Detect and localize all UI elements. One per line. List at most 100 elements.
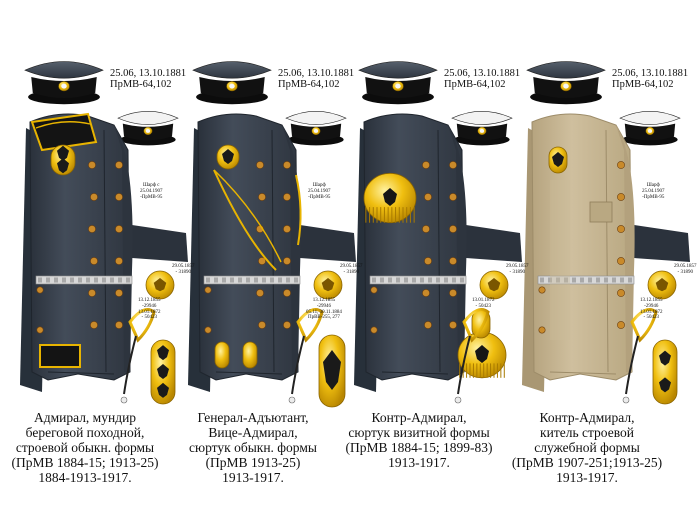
belt-pattern — [620, 277, 624, 283]
sword-note-line: -29946 — [316, 303, 332, 309]
belt-pattern — [612, 277, 616, 283]
aiguillette-cord — [213, 169, 277, 271]
coat-button-icon — [617, 161, 625, 169]
belt-pattern — [78, 277, 82, 283]
belt-pattern — [372, 277, 376, 283]
sword-tassel-icon — [120, 396, 128, 404]
medal-note-line: 29.05.1857 — [340, 264, 363, 269]
coat-button-icon — [115, 161, 123, 169]
coat-button-icon — [617, 257, 625, 265]
coat-button-icon — [449, 161, 457, 169]
belt-pattern — [388, 277, 392, 283]
belt-pattern — [86, 277, 90, 283]
trouser-sample — [634, 225, 690, 262]
coat-button-icon — [449, 321, 457, 329]
cockade-center-icon — [395, 83, 401, 89]
belt-pattern — [588, 277, 592, 283]
medal-note: 29.05.1857- 31890 — [506, 264, 529, 276]
shoulder-board — [652, 339, 678, 405]
belt-pattern — [444, 277, 448, 283]
sword-guard — [462, 308, 490, 343]
belt-pattern — [380, 277, 384, 283]
cuff-button-icon — [370, 286, 378, 294]
belt-pattern — [580, 277, 584, 283]
eagle-icon — [153, 278, 167, 292]
belt-pattern — [238, 277, 242, 283]
scarf-note-line: 25.04.1907 — [140, 188, 163, 194]
medal-note-line: 29.05.1857 — [506, 264, 529, 269]
belt-pattern — [222, 277, 226, 283]
cap-crown — [619, 111, 681, 125]
belt-pattern — [214, 277, 218, 283]
belt-pattern — [294, 277, 298, 283]
belt-sash — [537, 275, 635, 285]
cuff-embroidery — [39, 344, 81, 368]
coat-right-sleeve — [448, 125, 467, 372]
figure-3 — [354, 61, 522, 404]
figure-caption: Контр-Адмирал,сюртук визитной формы(ПрМВ… — [334, 410, 504, 470]
cap-regulation-note-line: ПрМВ-64,102 — [110, 79, 172, 91]
figure-caption-line: Контр-Адмирал, — [539, 410, 635, 425]
coat-button-icon — [449, 257, 457, 265]
figure-caption-line: служебной формы — [534, 440, 640, 456]
coat-button-icon — [424, 321, 432, 329]
belt-pattern — [54, 277, 58, 283]
breast-pocket — [589, 201, 613, 223]
coat-button-icon — [258, 257, 266, 265]
belt-pattern — [460, 277, 464, 283]
coat-button-icon — [422, 225, 430, 233]
cap-regulation-note-line: ПрМВ-64,102 — [612, 79, 674, 91]
coat-button-icon — [115, 225, 123, 233]
medal-note: 29.05.1857- 31890 — [172, 264, 195, 276]
coat-body — [363, 113, 465, 381]
belt-pattern — [70, 277, 74, 283]
belt-pattern — [62, 277, 66, 283]
coat-button-icon — [115, 257, 123, 265]
front-seam — [103, 129, 107, 373]
cap-crown — [285, 111, 347, 125]
eagle-icon — [157, 382, 169, 398]
sword-knot-cord — [123, 335, 137, 395]
sword-note-line: - 50423 — [475, 303, 491, 309]
figure-caption: Генерал-Адъютант,Вице-Адмирал,сюртук обы… — [168, 410, 338, 486]
coat-right-sleeve — [616, 125, 635, 372]
medal-note: 29.05.1857- 31890 — [674, 264, 697, 276]
coat-body — [29, 113, 131, 381]
sword-note-line: 13.12.1855 — [138, 298, 161, 303]
trouser-sample — [300, 225, 356, 262]
cuff-button-icon — [204, 326, 212, 334]
scarf-note-line: -ПрМВ-95 — [642, 194, 665, 200]
sword-guard — [630, 308, 658, 343]
front-seam — [437, 129, 441, 373]
eagle-icon — [659, 350, 671, 366]
collar-embroidery — [35, 121, 91, 129]
belt-pattern — [270, 277, 274, 283]
sword-note-line: 13.01.1872 — [472, 298, 495, 303]
belt-sash — [369, 275, 467, 285]
belt-pattern — [404, 277, 408, 283]
sword-note-line: - 50423 — [643, 315, 659, 321]
cap-crown — [358, 61, 438, 79]
coat-button-icon — [90, 257, 98, 265]
coat-button-icon — [283, 289, 291, 297]
sword-note-line: ПрВВ-255, 277 — [307, 315, 340, 321]
medal-note-line: - 31890 — [175, 269, 191, 275]
figure-caption-line: строевой обыкн. формы — [15, 440, 155, 456]
cockade-center-icon — [61, 83, 67, 89]
coat-button-icon — [449, 289, 457, 297]
coat-button-icon — [617, 193, 625, 201]
hem-line — [381, 371, 449, 375]
cap-crown — [451, 111, 513, 125]
belt-pattern — [118, 277, 122, 283]
figure-2 — [188, 61, 356, 408]
coat-button-icon — [422, 161, 430, 169]
cockade-center-icon — [229, 83, 235, 89]
belt-pattern — [94, 277, 98, 283]
scarf-note-line: Шарф — [646, 183, 660, 188]
eagle-icon — [222, 149, 234, 164]
sword-guard — [128, 308, 156, 343]
trouser-sample — [132, 225, 188, 262]
